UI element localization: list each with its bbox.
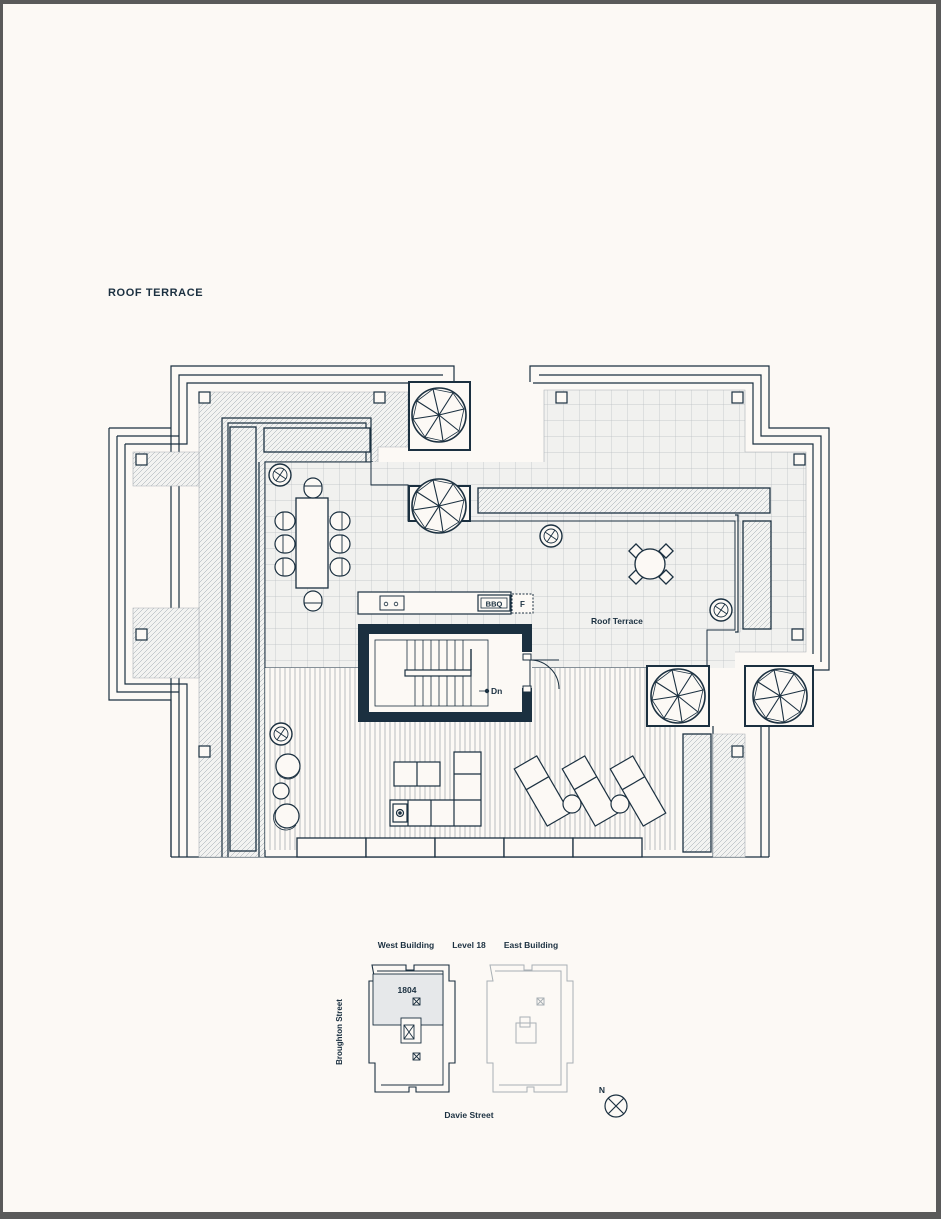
dining-set: [274, 477, 351, 612]
room-label: Roof Terrace: [591, 616, 643, 626]
bistro-table: [628, 543, 674, 585]
key-level: Level 18: [452, 940, 486, 950]
tree-icon: [411, 478, 467, 534]
stair-icon: [374, 639, 490, 707]
kitchen-counter: BBQ F: [357, 591, 534, 615]
page: ROOF TERRACE: [3, 4, 936, 1212]
key-unit-number: 1804: [398, 985, 417, 995]
key-bottom-street: Davie Street: [444, 1110, 493, 1120]
floor-plan: BBQ F Dn: [108, 365, 830, 1120]
page-title: ROOF TERRACE: [108, 287, 204, 299]
planters: [229, 426, 772, 853]
bbq-label: BBQ: [486, 600, 503, 609]
fridge-label: F: [520, 600, 525, 609]
lounge-seating: [272, 751, 482, 831]
tree-icon: [650, 668, 706, 724]
stair-down-label: Dn: [491, 686, 502, 696]
door-swing-icon: [522, 653, 560, 693]
north-label: N: [599, 1085, 605, 1095]
key-plan-west: 1804: [368, 964, 456, 1093]
columns: [135, 391, 806, 758]
tree-icon: [752, 668, 808, 724]
key-west-building: West Building: [378, 940, 435, 950]
sun-loungers: [513, 755, 667, 827]
bench-segments: [296, 837, 643, 858]
stair-core: Dn: [358, 624, 560, 722]
key-east-building: East Building: [504, 940, 558, 950]
tree-icon: [411, 387, 467, 443]
key-side-street: Broughton Street: [335, 999, 344, 1065]
parapet-walls: [108, 365, 830, 858]
tree-planters: [408, 381, 814, 727]
north-arrow-icon: [604, 1094, 628, 1118]
key-plan-east: [486, 964, 574, 1093]
